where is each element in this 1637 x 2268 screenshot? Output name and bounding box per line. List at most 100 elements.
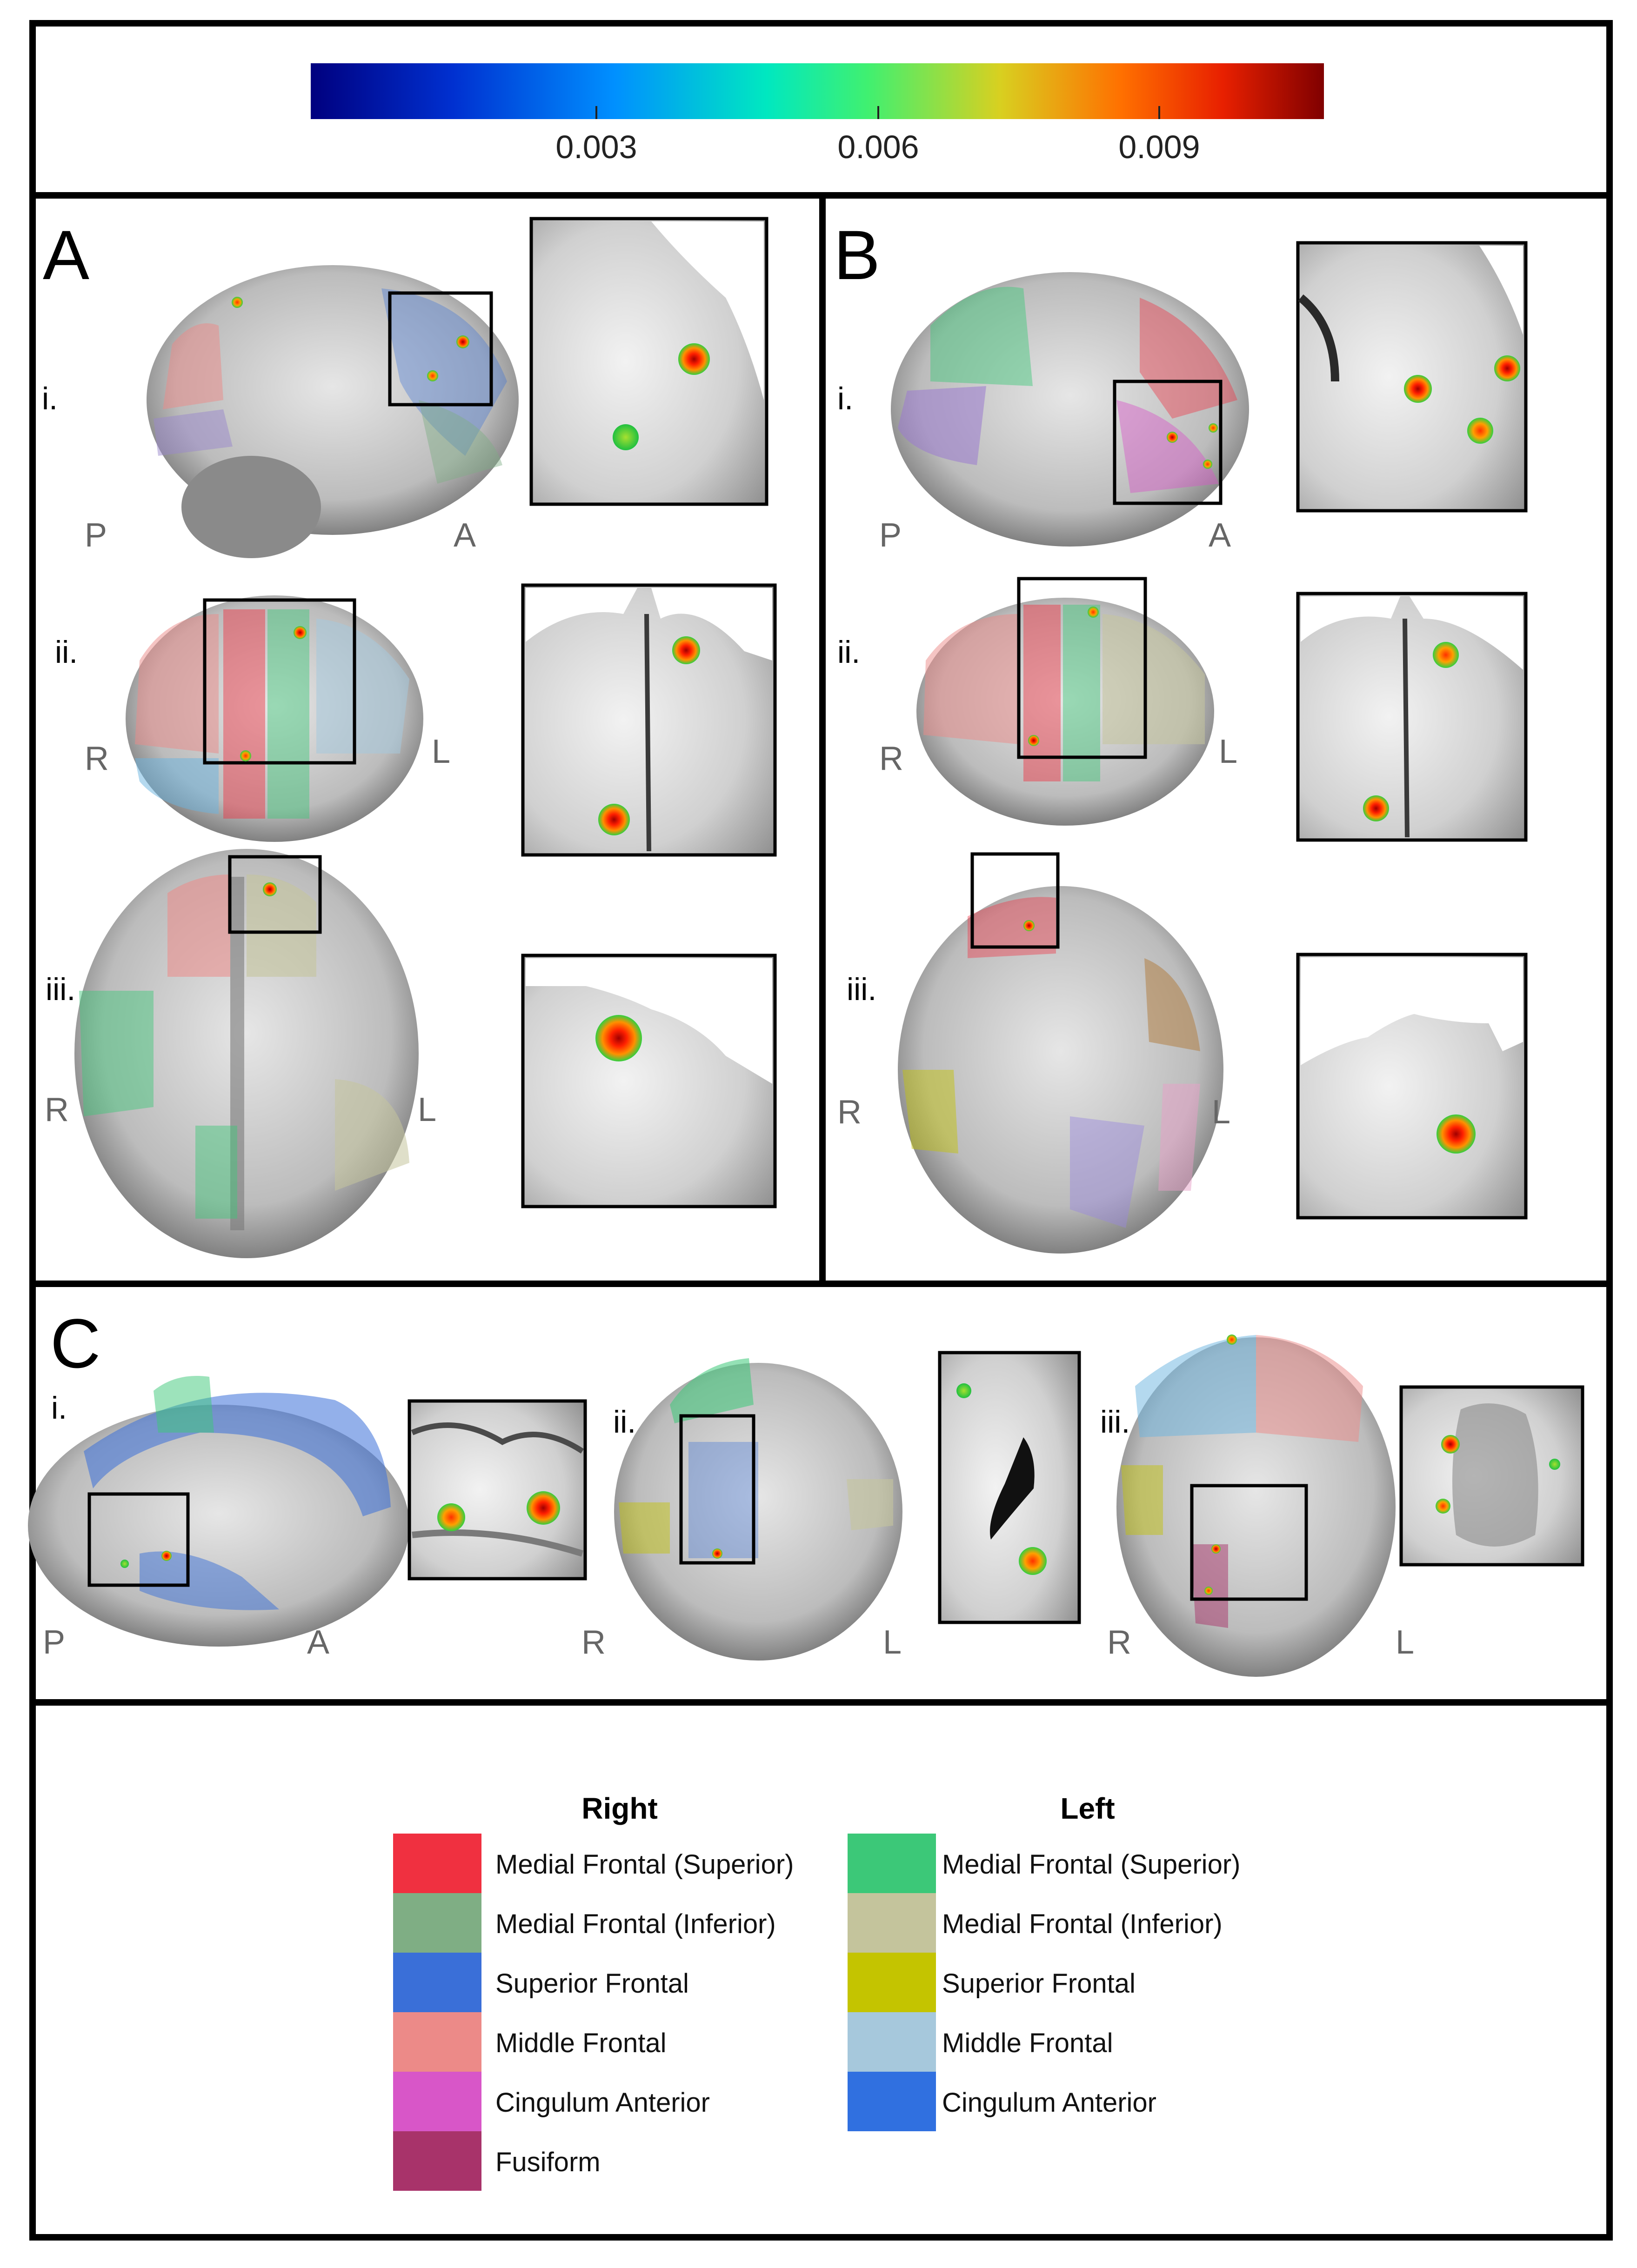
legend-right-swatch [393,1893,481,1953]
parcel-overlay [930,287,1033,386]
activation-peak [1494,355,1520,381]
panel-a-row-iii-left-orientation: R [45,1091,69,1128]
legend-left-label: Medial Frontal (Superior) [942,1849,1240,1880]
zoom-background-white [526,958,772,1084]
parcel-overlay [1070,1116,1144,1228]
legend-right-label: Middle Frontal [495,2028,666,2058]
activation-peak [956,1383,971,1398]
panel-a-row-ii-label: ii. [55,634,78,670]
activation-peak [1549,1459,1560,1470]
parcel-overlay [140,1551,279,1610]
activation-peak [1203,460,1212,469]
legend-left-swatch [848,1953,936,2012]
zoom-background-white [1479,246,1523,335]
colorbar-ticks [595,106,1160,119]
legend-right-label: Superior Frontal [495,1968,689,1999]
figure-frame [29,20,1613,2241]
panel-b-sagittal-slice: i. P A [837,272,1249,554]
panel-b-axial-slice: iii. R L [837,852,1230,1254]
parcel-overlay [230,877,244,1230]
panel-c-view-ii-right-orientation: L [883,1624,902,1661]
panel-a: A i. P A ii. [42,216,777,1258]
zoom-background-white [1301,957,1523,1065]
panel-a-sagittal-zoom-inset [529,217,768,506]
panel-c-view-i-label: i. [51,1390,67,1426]
activation-peak [1209,423,1218,433]
panel-b-letter: B [834,216,880,294]
legend-left-swatch [848,2012,936,2072]
legend-right-label: Fusiform [495,2147,601,2177]
legend-right-column: Medial Frontal (Superior) Medial Frontal … [393,1834,794,2191]
panel-a-axial-brain [74,849,419,1258]
parcel-overlay [247,874,316,977]
legend-right-label: Cingulum Anterior [495,2088,710,2118]
activation-peak [1028,735,1039,746]
legend-right-label: Medial Frontal (Inferior) [495,1909,776,1939]
panel-b-row-iii-label: iii. [847,972,876,1007]
panel-c-view-iii-left-orientation: R [1107,1624,1131,1661]
parcel-overlay [223,609,265,819]
activation-peak [1433,642,1459,668]
panel-a-sagittal-cerebellum [181,456,321,558]
panel-b-coronal-slice: ii. R L [837,577,1237,826]
colorbar: 0.003 0.006 0.009 [311,63,1324,165]
activation-peak [1441,1435,1460,1454]
activation-peak [678,343,710,375]
legend-right-title: Right [581,1792,658,1825]
panel-c-view-i-right-orientation: A [307,1624,329,1661]
activation-peak [1467,418,1493,444]
activation-peak [527,1491,560,1525]
parcel-overlay [1063,605,1100,781]
activation-peak [437,1503,465,1531]
activation-peak [712,1548,722,1559]
legend-right-label: Medial Frontal (Superior) [495,1849,794,1880]
legend-left-swatch [848,1834,936,1893]
zoom-background-white [1410,596,1523,670]
activation-peak [263,882,277,896]
panel-a-axial-zoom-inset [521,954,777,1208]
zoom-background-white [1301,596,1400,642]
panel-c-view-iii-label: iii. [1100,1404,1130,1440]
activation-peak [1167,432,1178,443]
activation-peak [161,1551,172,1561]
activation-peak [1363,795,1389,821]
panel-a-row-i-right-orientation: A [454,517,476,554]
legend-left-label: Medial Frontal (Inferior) [942,1909,1223,1939]
panel-a-row-ii-right-orientation: L [432,733,450,770]
colorbar-gradient [311,63,1324,119]
legend-left-label: Cingulum Anterior [942,2088,1156,2118]
panel-c-letter: C [50,1304,100,1382]
roi-box [1017,577,1147,759]
activation-peak [240,750,251,761]
ventricle [990,1437,1035,1540]
panel-a-row-i-left-orientation: P [85,517,107,554]
legend: Right Left Medial Frontal (Superior)Medi… [393,1792,1240,2191]
parcel-overlay [135,758,219,814]
parcel-overlay [167,874,230,977]
parcel-overlay [316,619,409,754]
colorbar-tick-label-0: 0.003 [555,129,637,165]
panel-b-row-ii-label: ii. [837,634,860,670]
activation-peak [294,626,307,639]
parcel-overlay [619,1502,670,1554]
panel-b-row-ii-right-orientation: L [1219,733,1237,770]
legend-right-swatch [393,1834,481,1893]
parcel-overlay [267,609,309,819]
parcel-overlay [79,991,154,1116]
panel-a-row-iii-right-orientation: L [418,1091,436,1128]
parcel-overlay [902,1070,958,1154]
panel-b-axial-zoom-inset [1296,953,1528,1220]
panel-a-axial-slice: iii. R L [45,849,436,1258]
brainstem-outline [1452,1403,1538,1547]
parcel-overlay [335,1079,409,1191]
panel-b-row-i-left-orientation: P [879,517,902,554]
legend-right-swatch [393,2072,481,2131]
activation-peak [456,335,469,348]
panel-c-view-ii-left-orientation: R [581,1624,606,1661]
parcel-overlay [1023,605,1061,781]
panel-c-coronal-zoom-inset [938,1351,1081,1624]
panel-b-axial-brain [898,886,1223,1254]
zoom-background-white [651,588,772,660]
panel-c-axial-slice: iii. R L [1100,1334,1414,1677]
